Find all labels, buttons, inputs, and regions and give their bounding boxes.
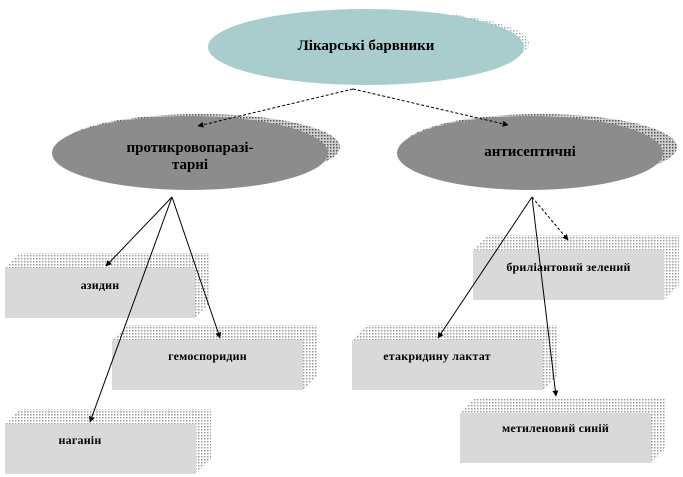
edge-root-to-antiparasitic <box>197 88 354 128</box>
box-brilliant-green <box>473 235 679 300</box>
item-label-brilliant-green: бриліантовий зелений <box>506 260 631 275</box>
box-ethacridine-lactate <box>352 325 558 390</box>
item-label-ethacridine-lactate: етакридину лактат <box>383 349 491 364</box>
root-node <box>208 9 529 85</box>
edge-antiseptic-to-brilliant-green <box>531 196 569 241</box>
root-label: Лікарські барвники <box>297 38 435 55</box>
category-label-antiparasitic-line1: протикровопаразі- <box>126 139 254 156</box>
item-label-hemosporydyn: гемоспоридин <box>168 349 247 364</box>
category-label-antiseptic: антисептичні <box>484 144 576 161</box>
box-methylene-blue <box>460 398 666 463</box>
box-hemosporydyn <box>112 325 318 390</box>
category-node-antiseptic <box>397 114 677 190</box>
edge-antiseptic-to-ethacridine <box>437 196 533 339</box>
edge-antiseptic-to-methylene-blue <box>531 196 559 397</box>
item-label-nahanin: наганін <box>58 433 102 448</box>
category-label-antiparasitic-line2: тарні <box>171 157 209 173</box>
item-label-azydyn: азидин <box>80 278 120 293</box>
box-nahanin <box>5 409 211 474</box>
item-label-methylene-blue: метиленовий синій <box>501 421 610 436</box>
edge-root-to-antiseptic <box>352 88 509 127</box>
edge-antiparasitic-to-nahanin <box>89 196 173 423</box>
edge-antiparasitic-to-hemosporydyn <box>171 196 222 339</box>
category-node-antiparasitic <box>52 114 340 190</box>
edge-antiparasitic-to-azydyn <box>105 196 173 267</box>
category-label-antiparasitic: протикровопаразі- тарні <box>80 136 300 178</box>
